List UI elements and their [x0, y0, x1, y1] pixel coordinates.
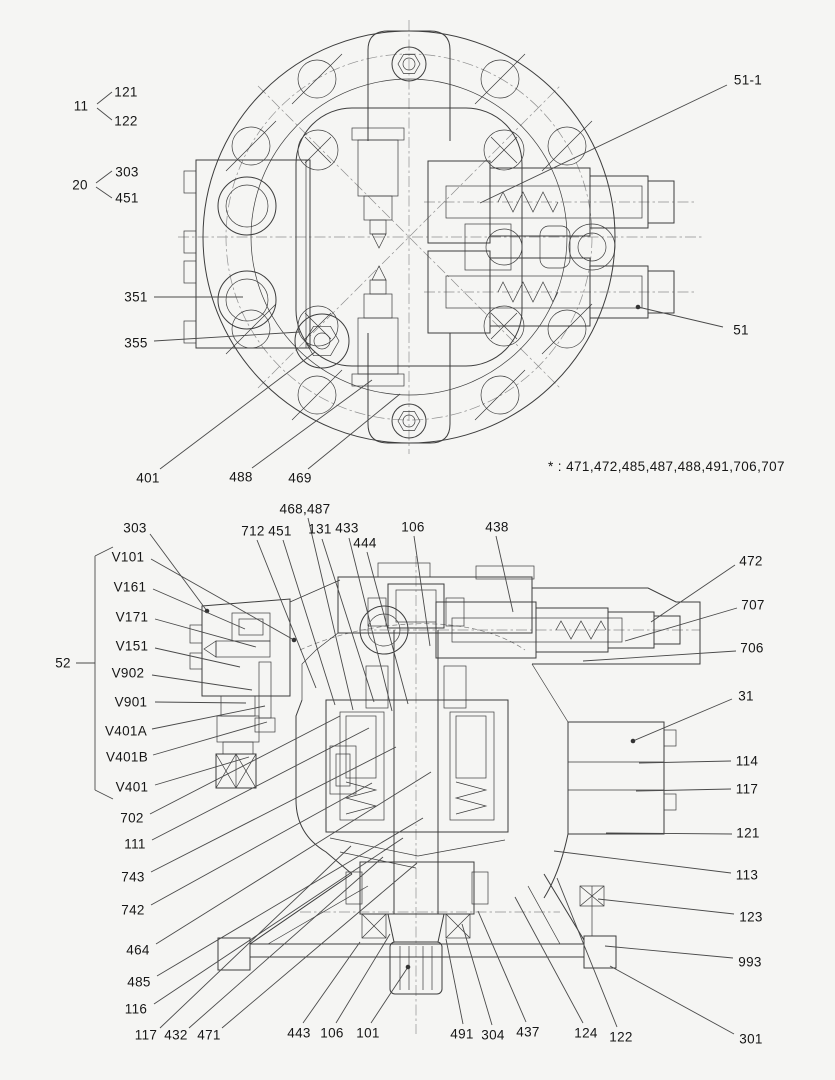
- leader-line: [477, 910, 527, 1023]
- leader-dot: [291, 637, 297, 643]
- section-cartridge-valve: [435, 601, 681, 659]
- leader-line: [95, 186, 113, 199]
- leader-line: [94, 546, 114, 557]
- port-block: [183, 159, 311, 349]
- pilot-valve-block: [189, 579, 341, 697]
- leader-line: [154, 756, 250, 786]
- leader-line: [151, 674, 253, 691]
- mount-bolt: [579, 885, 605, 936]
- leader-line: [152, 721, 268, 756]
- pilot-relief-stack: [215, 661, 276, 789]
- leader-line: [370, 966, 409, 1024]
- motor-housing: [295, 663, 569, 899]
- leader-line: [94, 789, 114, 800]
- corner-bosses: [297, 129, 525, 347]
- base-plate: [217, 873, 617, 971]
- leader-line: [155, 771, 432, 945]
- leader-line: [335, 933, 391, 1024]
- hub-and-shaft-end: [345, 861, 489, 995]
- leader-line: [221, 862, 418, 1029]
- leader-line: [150, 558, 295, 641]
- leader-line: [461, 923, 493, 1026]
- relief-valve-upper: [351, 127, 405, 249]
- leader-line: [605, 832, 733, 835]
- footnote: * : 471,472,485,487,488,491,706,707: [548, 459, 785, 474]
- bolt-holes: [225, 53, 593, 421]
- leader-line: [150, 746, 397, 873]
- leader-line: [624, 607, 738, 642]
- leader-line: [153, 331, 301, 342]
- side-block: [567, 721, 677, 835]
- leader-line: [251, 379, 373, 469]
- leader-line: [152, 588, 246, 630]
- leader-line: [553, 850, 732, 874]
- leader-line: [151, 705, 266, 730]
- leader-line: [413, 535, 431, 647]
- leader-line: [154, 647, 241, 668]
- leader-line: [159, 351, 316, 470]
- leader-line: [307, 393, 401, 470]
- valve-body-center: [464, 223, 616, 271]
- leader-line: [632, 698, 733, 742]
- leader-line: [637, 306, 724, 328]
- shaft-assembly: [365, 583, 467, 914]
- leader-line: [638, 760, 732, 764]
- leader-line: [650, 564, 736, 623]
- leader-line: [188, 856, 384, 1029]
- top-view-drawing: [178, 20, 702, 454]
- leader-dot: [635, 304, 641, 310]
- leader-line: [151, 727, 370, 841]
- leader-line: [154, 618, 257, 648]
- leader-line: [156, 817, 424, 977]
- leader-dot: [630, 738, 636, 744]
- leader-line: [150, 782, 373, 906]
- leader-line: [95, 170, 113, 184]
- leader-line: [154, 701, 247, 704]
- leader-line: [149, 533, 208, 612]
- leader-line: [366, 551, 409, 705]
- leader-line: [445, 938, 464, 1025]
- leader-line: [604, 945, 734, 959]
- leader-line: [597, 898, 735, 915]
- leader-line: [96, 107, 113, 121]
- leader-line: [321, 538, 375, 703]
- leader-line: [514, 896, 584, 1024]
- leader-lines-layer: [76, 84, 738, 1035]
- section-view-drawing: [189, 556, 701, 1034]
- relief-valve-lower: [351, 265, 405, 387]
- hex-plug: [294, 313, 350, 369]
- leader-line: [159, 845, 352, 1029]
- leader-line: [307, 517, 354, 711]
- leader-line: [302, 941, 361, 1024]
- leader-line: [495, 535, 514, 613]
- leader-line: [609, 965, 735, 1035]
- leader-line: [149, 715, 341, 815]
- leader-line: [479, 84, 728, 204]
- leader-line: [256, 539, 317, 689]
- cylinder-block: [325, 699, 509, 833]
- leader-line: [282, 539, 336, 706]
- cartridge-valve-lower: [424, 250, 694, 334]
- leader-line: [153, 837, 404, 1005]
- leader-line: [96, 91, 113, 105]
- leader-line: [582, 650, 737, 662]
- leader-dot: [405, 964, 411, 970]
- leader-line: [635, 788, 732, 792]
- cartridge-valve-upper: [424, 160, 694, 244]
- leader-line: [556, 877, 618, 1028]
- leader-line: [348, 537, 393, 712]
